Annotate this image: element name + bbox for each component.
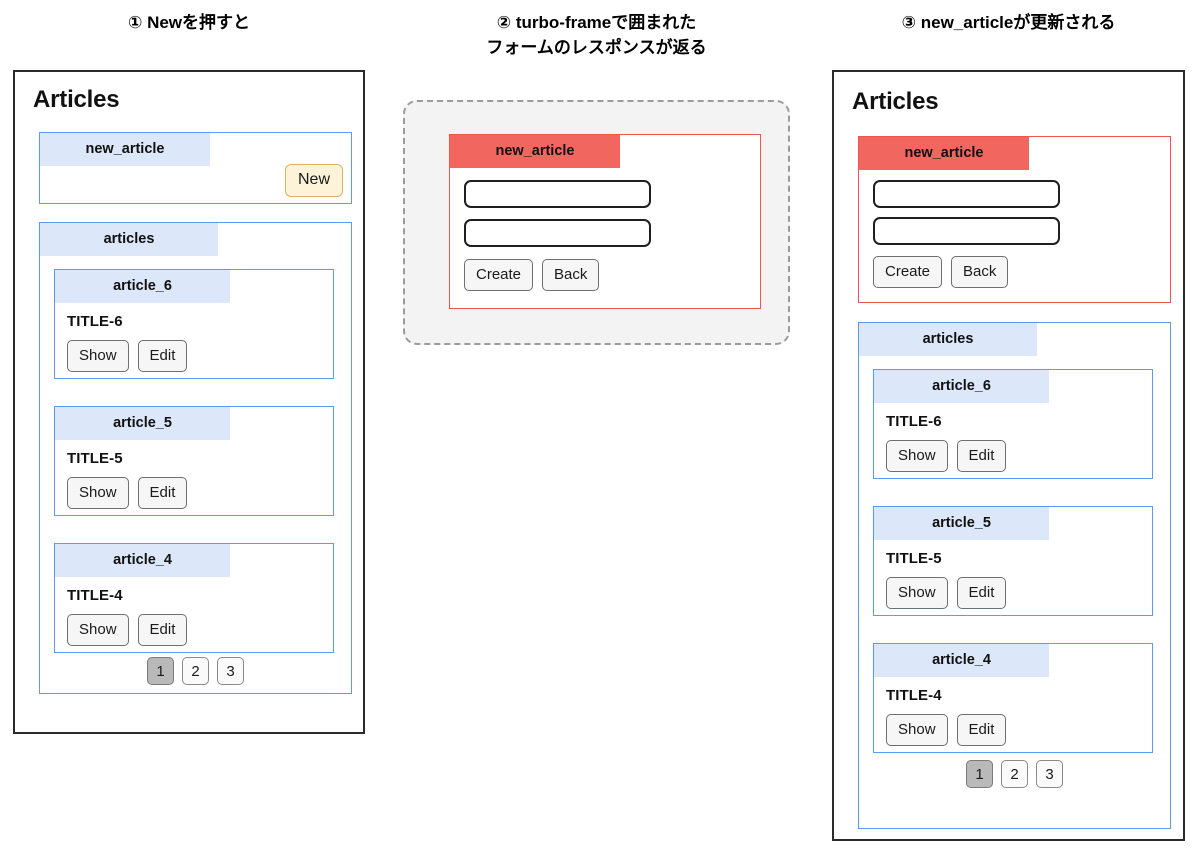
show-button[interactable]: Show — [886, 440, 948, 472]
title-input[interactable] — [464, 180, 651, 208]
title-input[interactable] — [873, 180, 1060, 208]
article-title: TITLE-4 — [67, 587, 123, 604]
page-title: Articles — [33, 86, 120, 113]
edit-button[interactable]: Edit — [137, 614, 188, 646]
turbo-frame-article: article_5 TITLE-5 Show Edit — [54, 406, 334, 516]
pagination-page-1[interactable]: 1 — [966, 760, 993, 788]
article-body: TITLE-5 Show Edit — [874, 541, 1152, 609]
form-actions: Create Back — [873, 256, 1170, 288]
turbo-frame-article: article_4 TITLE-4 Show Edit — [873, 643, 1153, 753]
turbo-frame-label: new_article — [40, 133, 210, 166]
step-1-title: ① Newを押すと — [127, 13, 251, 32]
edit-button[interactable]: Edit — [956, 714, 1007, 746]
step-3-title: ③ new_articleが更新される — [901, 13, 1116, 32]
turbo-frame-label: article_6 — [874, 370, 1049, 403]
pagination: 1 2 3 — [40, 657, 351, 685]
new-article-form: Create Back — [450, 169, 760, 291]
show-button[interactable]: Show — [886, 714, 948, 746]
article-actions: Show Edit — [67, 477, 333, 509]
article-title: TITLE-5 — [886, 550, 942, 567]
edit-button[interactable]: Edit — [137, 477, 188, 509]
article-actions: Show Edit — [67, 614, 333, 646]
show-button[interactable]: Show — [67, 614, 129, 646]
turbo-frame-label: article_6 — [55, 270, 230, 303]
pagination: 1 2 3 — [859, 760, 1170, 788]
turbo-frame-label: articles — [859, 323, 1037, 356]
pagination-page-2[interactable]: 2 — [1001, 760, 1028, 788]
article-actions: Show Edit — [67, 340, 333, 372]
edit-button[interactable]: Edit — [956, 440, 1007, 472]
turbo-frame-article: article_6 TITLE-6 Show Edit — [54, 269, 334, 379]
article-title: TITLE-4 — [886, 687, 942, 704]
show-button[interactable]: Show — [67, 340, 129, 372]
step-2-title: ② turbo-frameで囲まれた フォームのレスポンスが返る — [486, 13, 707, 57]
turbo-frame-new-article: new_article Create Back — [449, 134, 761, 309]
article-body: TITLE-4 Show Edit — [55, 578, 333, 646]
turbo-frame-article: article_5 TITLE-5 Show Edit — [873, 506, 1153, 616]
turbo-frame-articles: articles article_6 TITLE-6 Show Edit art… — [858, 322, 1171, 829]
article-body: TITLE-6 Show Edit — [874, 404, 1152, 472]
back-button[interactable]: Back — [951, 256, 1009, 288]
article-title: TITLE-5 — [67, 450, 123, 467]
form-actions: Create Back — [464, 259, 760, 291]
article-title: TITLE-6 — [886, 413, 942, 430]
turbo-frame-label: new_article — [859, 137, 1029, 170]
turbo-frame-label: article_5 — [55, 407, 230, 440]
back-button[interactable]: Back — [542, 259, 600, 291]
turbo-frame-new-article: new_article Create Back — [858, 136, 1171, 303]
article-actions: Show Edit — [886, 577, 1152, 609]
turbo-frame-articles: articles article_6 TITLE-6 Show Edit art… — [39, 222, 352, 694]
edit-button[interactable]: Edit — [956, 577, 1007, 609]
turbo-frame-label: articles — [40, 223, 218, 256]
pagination-page-2[interactable]: 2 — [182, 657, 209, 685]
turbo-frame-article: article_6 TITLE-6 Show Edit — [873, 369, 1153, 479]
turbo-frame-response-container: new_article Create Back — [403, 100, 790, 345]
turbo-frame-new-article: new_article New — [39, 132, 352, 204]
pagination-page-1[interactable]: 1 — [147, 657, 174, 685]
article-actions: Show Edit — [886, 714, 1152, 746]
pagination-page-3[interactable]: 3 — [1036, 760, 1063, 788]
turbo-frame-label: article_4 — [55, 544, 230, 577]
article-title: TITLE-6 — [67, 313, 123, 330]
body-input[interactable] — [464, 219, 651, 247]
create-button[interactable]: Create — [873, 256, 943, 288]
new-button[interactable]: New — [284, 164, 343, 197]
turbo-frame-label: article_4 — [874, 644, 1049, 677]
turbo-frame-label: article_5 — [874, 507, 1049, 540]
edit-button[interactable]: Edit — [137, 340, 188, 372]
panel-step-1: Articles new_article New articles articl… — [13, 70, 365, 734]
article-body: TITLE-5 Show Edit — [55, 441, 333, 509]
turbo-frame-article: article_4 TITLE-4 Show Edit — [54, 543, 334, 653]
article-actions: Show Edit — [886, 440, 1152, 472]
show-button[interactable]: Show — [67, 477, 129, 509]
page-title: Articles — [852, 88, 939, 115]
create-button[interactable]: Create — [464, 259, 534, 291]
pagination-page-3[interactable]: 3 — [217, 657, 244, 685]
article-body: TITLE-6 Show Edit — [55, 304, 333, 372]
new-article-form: Create Back — [859, 171, 1170, 288]
turbo-frame-label: new_article — [450, 135, 620, 168]
article-body: TITLE-4 Show Edit — [874, 678, 1152, 746]
panel-step-3: Articles new_article Create Back article… — [832, 70, 1185, 841]
body-input[interactable] — [873, 217, 1060, 245]
show-button[interactable]: Show — [886, 577, 948, 609]
